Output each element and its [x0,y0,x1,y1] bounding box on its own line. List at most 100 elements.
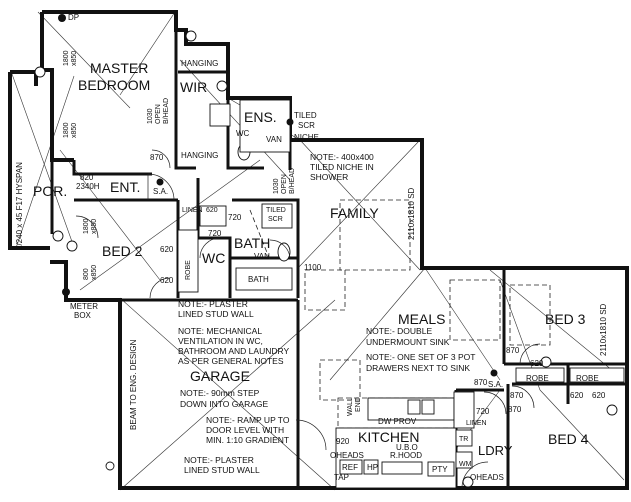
label-hp: HP [367,463,378,472]
label-2110-fam: 2110x1810 SD [407,187,416,240]
room-ens: ENS. [244,109,277,125]
label-beam-span: 2/240 x 45 F17 HYSPAN [15,162,24,250]
label-850-bed2b: x850 [91,265,98,280]
rotated-labels: 1800 x850 1800 x850 1030 OPEN B/HEAD 103… [15,50,608,430]
label-robe-bed3a: ROBE [526,374,549,383]
note-niche-2: TILED NICHE IN [310,162,374,172]
room-labels: MASTER BEDROOM WIR ENS. POR. ENT. FAMILY… [33,60,589,458]
label-tap: TAP [334,473,349,482]
room-bed4: BED 4 [548,431,589,447]
note-ramp-2: DOOR LEVEL WITH [206,425,284,435]
label-sa-hall: S.A. [488,380,503,389]
room-ldry: LDRY [478,443,513,458]
label-sa-ent: S.A. [153,187,168,196]
room-bath: BATH [234,235,270,251]
label-meter-box-1: METER [70,302,98,311]
label-850-2: x850 [71,123,78,138]
kitchen-bench [335,391,475,489]
label-pty: PTY [432,465,448,474]
label-tiled-scr-b1: TILED [266,207,286,214]
note-plaster-2: LINED STUD WALL [178,309,254,319]
internal-walls [50,30,627,488]
label-hanging-top: HANGING [181,59,218,68]
label-800-bed2: 800 [83,268,90,280]
label-linen: LINEN [182,207,203,214]
label-620-c: 620 [160,276,174,285]
note-step-2: DOWN INTO GARAGE [180,399,268,409]
label-870-h2: 870 [510,391,524,400]
label-1800-1: 1800 [63,50,70,66]
label-1100: 1100 [304,263,322,272]
label-620-b: 620 [160,245,174,254]
note-sink-1: NOTE:- DOUBLE [366,326,432,336]
note-mech-1: NOTE: MECHANICAL [178,326,262,336]
room-family: FAMILY [330,205,379,221]
label-1030-b: 1030 [273,178,280,194]
room-bed2: BED 2 [102,243,143,259]
room-por: POR. [33,183,67,199]
label-bhead: B/HEAD [163,98,170,124]
door-swings [75,149,541,489]
label-open: OPEN [155,104,162,124]
label-open-b: OPEN [281,174,288,194]
label-620-bed4b: 620 [592,391,606,400]
label-tr: TR [459,436,468,443]
label-2340h: 2340H [76,182,100,191]
room-wc: WC [202,250,225,266]
label-ref: REF [342,463,358,472]
label-bath-fixture: BATH [248,275,269,284]
note-pot-2: DRAWERS NEXT TO SINK [366,363,470,373]
bathroom-fixtures [177,99,625,383]
label-hanging-bottom: HANGING [181,151,218,160]
room-kitchen: KITCHEN [358,429,419,445]
label-van-ens: VAN [266,135,282,144]
label-wc-small: WC [236,129,250,138]
room-bed3: BED 3 [545,311,586,327]
room-ent: ENT. [110,179,140,195]
label-1800-2: 1800 [63,122,70,138]
label-meter-box-2: BOX [74,311,92,320]
label-wm: WM [459,461,472,468]
label-wall-end-2: END [355,397,362,412]
label-niche: NICHE [294,133,319,142]
label-van-bath: VAN [254,252,270,261]
label-robe-bed3b: ROBE [576,374,599,383]
note-ramp-1: NOTE:- RAMP UP TO [206,415,290,425]
label-tiled-scr-b2: SCR [268,216,283,223]
note-mech-4: AS PER GENERAL NOTES [178,356,284,366]
label-620-bed4: 620 [570,391,584,400]
note-ramp-3: MIN. 1:10 GRADIENT [206,435,289,445]
markers [34,14,618,488]
note-plaster-1: NOTE:- PLASTER [178,299,248,309]
label-tiled-scr-2: SCR [298,121,315,130]
label-linen-k: LINEN [466,420,487,427]
plan-notes: NOTE:- 400x400 TILED NICHE IN SHOWER NOT… [178,152,475,475]
label-820: 820 [80,173,94,182]
note-mech-3: BATHROOM AND LAUNDRY [178,346,289,356]
label-620-a: 620 [206,207,218,214]
note-niche-3: SHOWER [310,172,348,182]
label-wall-end-1: WALL [347,397,354,416]
label-920: 920 [336,437,350,446]
label-870-meals: 870 [506,346,520,355]
room-master-1: MASTER [90,60,148,76]
label-ubo: U.B.O [396,443,418,452]
note-plaster-b2: LINED STUD WALL [184,465,260,475]
label-1030-open: 1030 [147,108,154,124]
dimension-labels: DP HANGING HANGING WC VAN TILED SCR NICH… [68,13,606,482]
label-robe-bed2: ROBE [185,260,192,280]
label-870-h1: 870 [474,378,488,387]
label-rhood: R.HOOD [390,451,422,460]
label-720-a: 720 [228,213,242,222]
label-870-h3: 870 [508,405,522,414]
label-720-b: 720 [208,229,222,238]
room-wir: WIR [180,79,207,95]
note-pot-1: NOTE:- ONE SET OF 3 POT [366,352,475,362]
label-oheads-l: OHEADS [470,473,504,482]
note-sink-2: UNDERMOUNT SINK [366,337,450,347]
label-2110-bed3: 2110x1810 SD [599,303,608,356]
label-720-l: 720 [476,407,490,416]
label-850-bed2: x850 [91,219,98,234]
note-plaster-b1: NOTE:- PLASTER [184,455,254,465]
